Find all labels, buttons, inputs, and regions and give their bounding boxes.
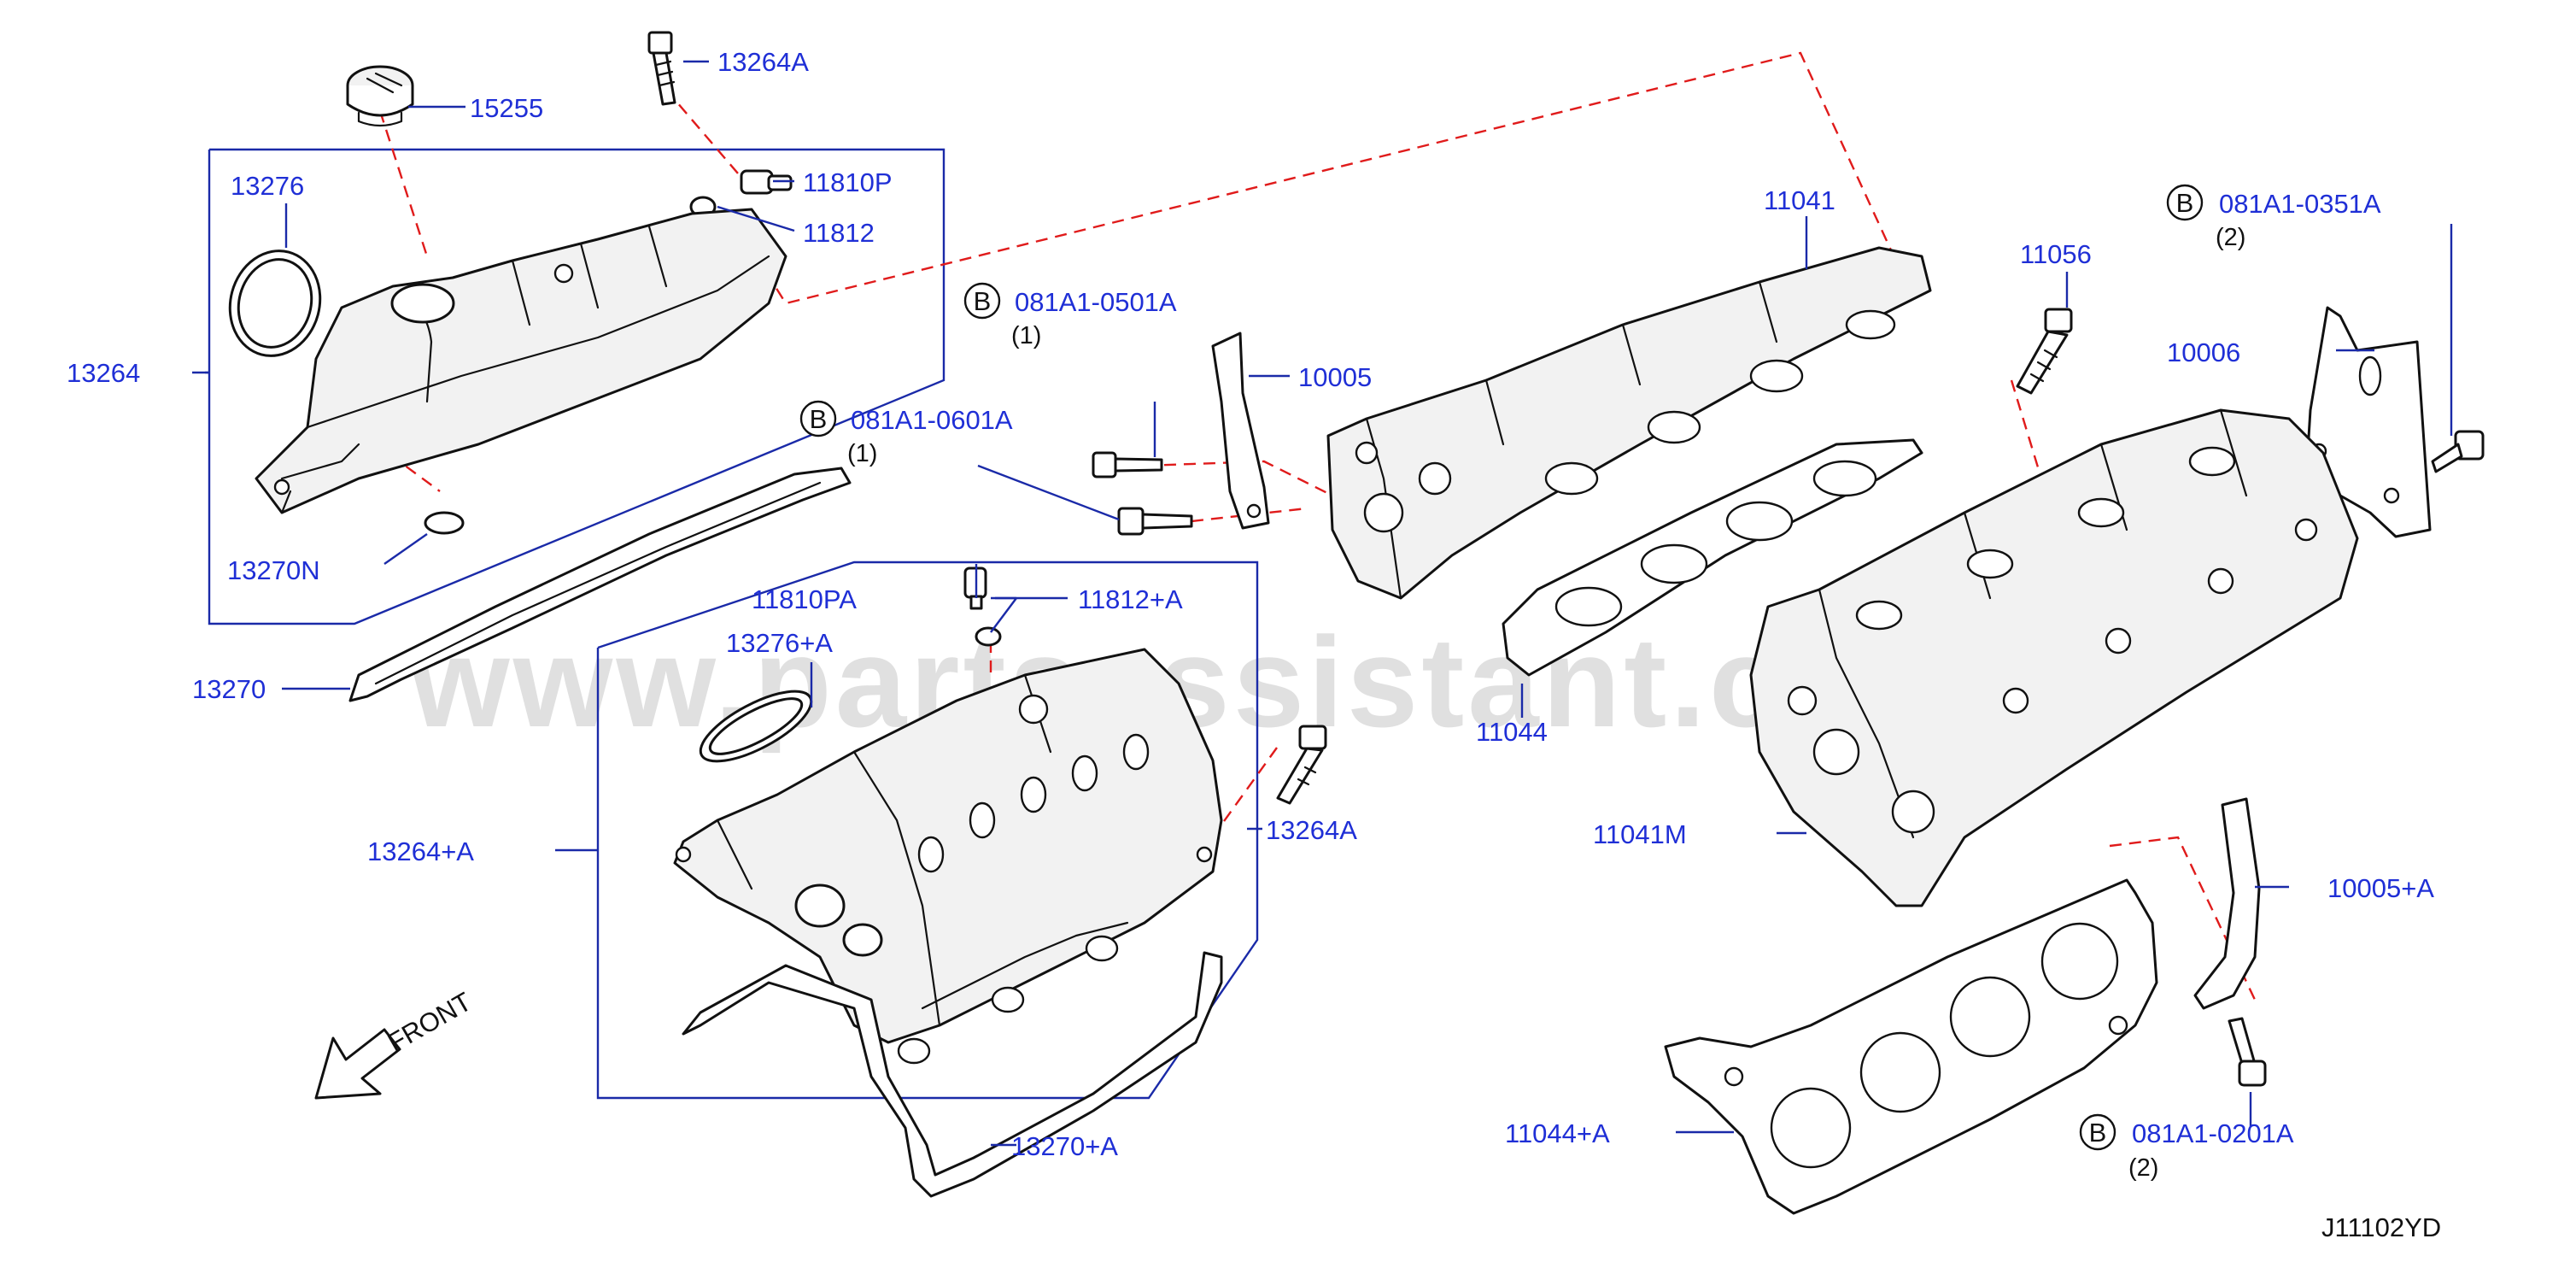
bolt-badge: B <box>810 404 828 434</box>
label-11812-a: 11812+A <box>1078 584 1183 614</box>
bolt-081a1-0351a <box>2431 430 2485 473</box>
bolt-code-0601: 081A1-0601A <box>851 405 1013 435</box>
rocker-cover-13264 <box>255 208 787 514</box>
label-13264-plus-a: 13264+A <box>367 837 474 866</box>
bolt-13264a-top <box>647 31 676 106</box>
assembly-box-13264 <box>208 148 946 625</box>
bolt-callout-0201: B 081A1-0201A (2) <box>2079 1113 2294 1182</box>
label-11810pa: 11810PA <box>752 584 857 614</box>
rocker-cover-13264-a <box>673 648 1223 1044</box>
bolt-callout-0501: B 081A1-0501A (1) <box>963 282 1177 349</box>
bolt-13264a-mid <box>1276 725 1327 805</box>
seal-ring-13276 <box>228 249 322 357</box>
label-13264a-top: 13264A <box>717 47 809 77</box>
diagram-code: J11102YD <box>2321 1212 2441 1242</box>
bolt-code-0351: 081A1-0351A <box>2219 189 2381 219</box>
label-11056: 11056 <box>2020 239 2092 269</box>
bolt-badge: B <box>2089 1118 2107 1148</box>
label-11041m: 11041M <box>1593 819 1687 849</box>
seal-ring-13276-a <box>699 690 813 763</box>
label-13264: 13264 <box>67 358 140 388</box>
label-13270n: 13270N <box>227 555 320 585</box>
bracket-10005-a <box>2193 797 2261 1010</box>
label-13270: 13270 <box>192 674 266 704</box>
bolt-081a1-0201a <box>2228 1017 2267 1087</box>
rocker-cover-gasket-13270 <box>348 467 852 702</box>
label-11044-a: 11044+A <box>1505 1118 1610 1148</box>
front-label: FRONT <box>383 986 477 1058</box>
head-gasket-11044 <box>1502 438 1923 677</box>
label-13270-a: 13270+A <box>1011 1131 1118 1161</box>
cylinder-head-11041m <box>1749 408 2359 907</box>
bolt-badge: B <box>974 286 992 316</box>
bolt-11056 <box>2016 308 2073 395</box>
part-labels: 15255 13264A 11810P 11812 13276 13264 13… <box>67 47 2434 1161</box>
front-direction-arrow: FRONT <box>314 986 477 1100</box>
bolt-qty-0501: (1) <box>1011 322 1041 349</box>
o-ring-11812-a <box>975 626 1002 647</box>
bolt-qty-0351: (2) <box>2216 224 2245 251</box>
label-10005-a: 10005+A <box>2327 873 2434 903</box>
bolt-callout-0601: B 081A1-0601A (1) <box>799 400 1013 467</box>
seal-13270n <box>424 511 465 535</box>
label-10006: 10006 <box>2167 338 2240 367</box>
bolt-code-0201: 081A1-0201A <box>2132 1118 2294 1148</box>
label-11810p: 11810P <box>803 167 893 197</box>
bolt-badge: B <box>2176 188 2194 218</box>
label-13264a-mid: 13264A <box>1266 815 1357 845</box>
bracket-10005 <box>1211 332 1270 530</box>
pcv-valve-11810p <box>740 169 793 195</box>
rocker-cover-gasket-13270-a <box>682 921 1223 1198</box>
label-13276-a: 13276+A <box>726 628 833 658</box>
bolt-code-0501: 081A1-0501A <box>1015 287 1177 317</box>
label-11812: 11812 <box>803 218 875 248</box>
cylinder-head-11041 <box>1326 246 1932 600</box>
leader-lines <box>192 60 2453 1147</box>
label-13276: 13276 <box>231 171 304 201</box>
head-gasket-11044-a <box>1664 878 2158 1215</box>
oil-filler-cap-15255 <box>346 65 414 127</box>
assembly-box-13264-a <box>596 561 1259 1100</box>
bolt-callout-0351: B 081A1-0351A (2) <box>2166 184 2381 251</box>
bolt-081a1-0601a <box>1117 507 1193 536</box>
bolt-qty-0601: (1) <box>847 440 877 467</box>
label-11041: 11041 <box>1764 185 1835 215</box>
bolt-qty-0201: (2) <box>2128 1154 2158 1182</box>
label-11044: 11044 <box>1476 717 1548 747</box>
label-10005: 10005 <box>1298 362 1372 392</box>
bolt-081a1-0501a <box>1092 451 1163 478</box>
label-15255: 15255 <box>470 93 543 123</box>
